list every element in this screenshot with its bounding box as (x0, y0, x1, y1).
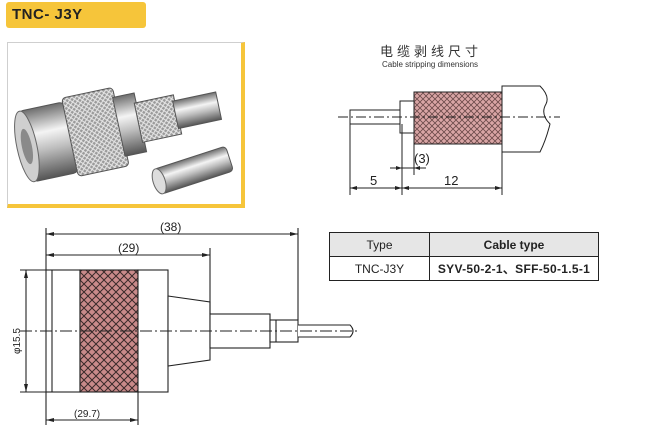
dim-29-7: (29.7) (74, 409, 100, 420)
cable-jacket (501, 85, 551, 153)
dim-12: 12 (444, 173, 458, 188)
dim-5: 5 (370, 173, 377, 188)
product-photo (7, 42, 245, 208)
dim-15-5: φ15.5 (12, 328, 23, 354)
dim-29: (29) (118, 241, 139, 255)
table-header-row: Type Cable type (329, 232, 599, 257)
header-cable-type: Cable type (429, 232, 599, 257)
stripping-title-cn: 电缆剥线尺寸 (380, 45, 483, 60)
model-title: TNC- J3Y (6, 2, 146, 28)
braid-shield (413, 91, 503, 145)
spec-table: Type Cable type TNC-J3Y SYV-50-2-1、SFF-5… (329, 232, 599, 281)
header-type: Type (329, 232, 430, 257)
dim-38: (38) (160, 220, 181, 234)
dim-3: (3) (414, 151, 430, 166)
cell-type: TNC-J3Y (329, 256, 430, 281)
connector-photo-illustration (14, 87, 234, 195)
table-row: TNC-J3Y SYV-50-2-1、SFF-50-1.5-1 (329, 256, 599, 281)
stripping-title-en: Cable stripping dimensions (382, 60, 479, 69)
cell-cable-type: SYV-50-2-1、SFF-50-1.5-1 (429, 256, 599, 281)
